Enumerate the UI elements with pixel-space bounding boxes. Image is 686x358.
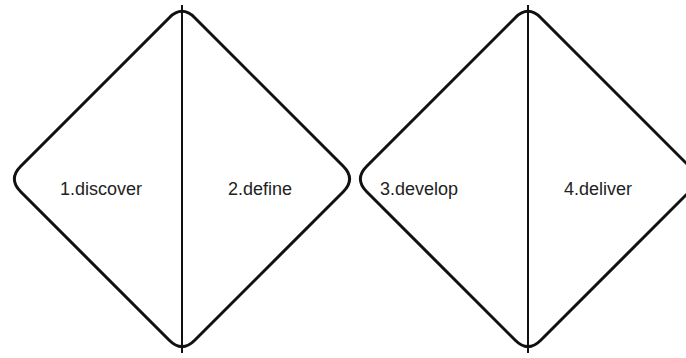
stage-label: 1.discover (60, 179, 142, 201)
diamond-outline (354, 5, 686, 353)
diamond-stage: 1.discover 2.define (8, 5, 356, 353)
stage-label: 4.deliver (564, 179, 632, 201)
diamond-outline (8, 5, 356, 353)
diamond-stage: 3.develop 4.deliver (354, 5, 686, 353)
stage-label: 2.define (228, 179, 292, 201)
stage-label: 3.develop (380, 179, 458, 201)
